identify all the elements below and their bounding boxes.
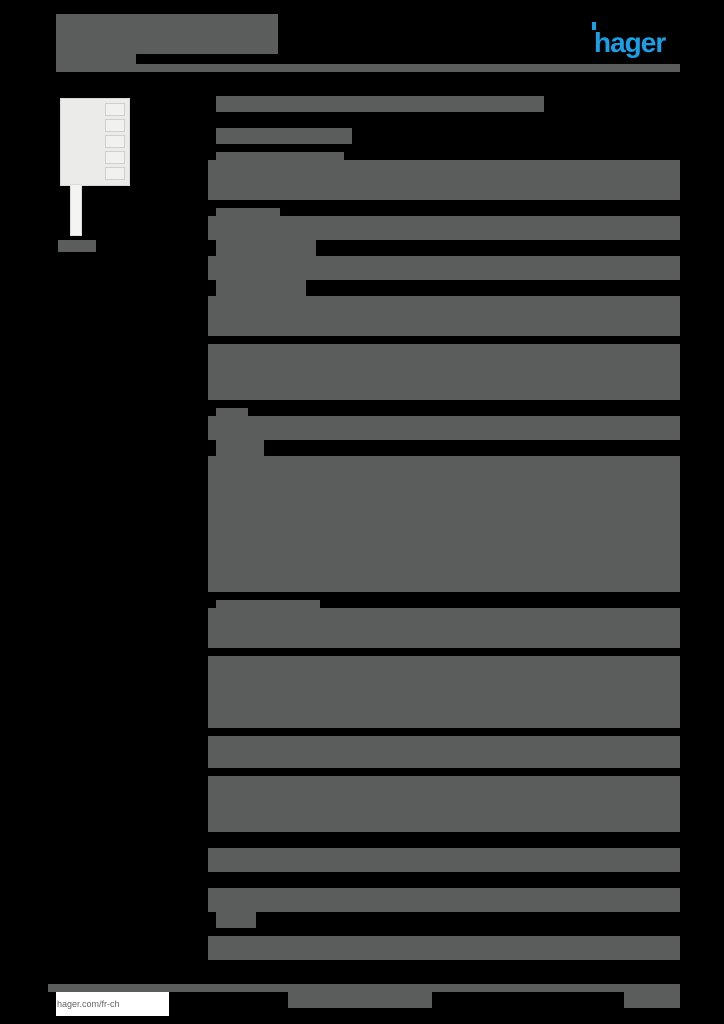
section-heading (216, 912, 256, 928)
description-block (208, 160, 680, 200)
header-title-redacted (56, 14, 278, 54)
product-handset-cord (70, 184, 82, 236)
spec-block (208, 608, 680, 648)
footer-rule (48, 984, 680, 992)
section-heading (216, 408, 248, 418)
spec-block (208, 456, 680, 592)
main-title-redacted (216, 96, 544, 112)
spec-block (208, 344, 680, 400)
footer-website-link[interactable]: hager.com/fr-ch (56, 992, 169, 1016)
spec-row (216, 280, 306, 296)
hager-logo[interactable]: hager (594, 27, 666, 58)
spec-row (216, 240, 316, 256)
section-label (216, 152, 344, 162)
spec-row (208, 216, 680, 240)
spec-row (208, 416, 680, 440)
section-heading (216, 208, 280, 218)
spec-row (208, 848, 680, 872)
spec-block (208, 736, 680, 768)
header-rule-left (56, 54, 136, 72)
spec-block (208, 776, 680, 832)
subtitle-redacted (216, 128, 352, 144)
footer-right-redacted (624, 992, 680, 1008)
spec-row (216, 440, 264, 456)
product-caption-redacted (58, 240, 96, 252)
section-heading (216, 600, 320, 610)
spec-block (208, 296, 680, 336)
spec-block (208, 656, 680, 728)
spec-row (208, 936, 680, 960)
logo-accent (592, 22, 596, 30)
product-image (60, 98, 130, 186)
header-rule (136, 64, 680, 72)
spec-row (208, 888, 680, 912)
product-button-column (105, 103, 125, 180)
footer-center-redacted (288, 992, 432, 1008)
spec-row (208, 256, 680, 280)
